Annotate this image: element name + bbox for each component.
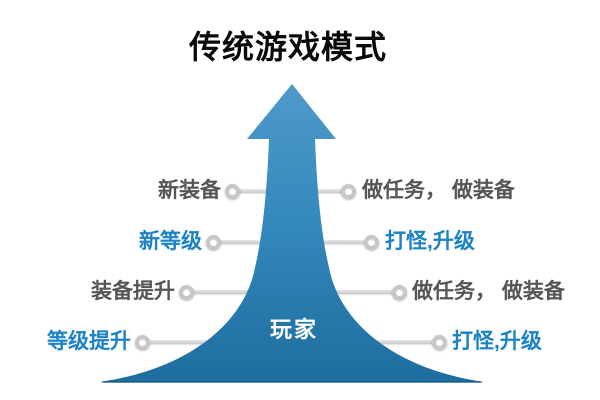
ring-bullet-icon	[341, 184, 356, 199]
ring-bullet-icon	[135, 335, 150, 350]
label-do-quests-craft-2: 做任务， 做装备	[412, 280, 565, 303]
ring-bullet-icon	[392, 285, 407, 300]
player-center-label: 玩家	[269, 317, 319, 342]
page-title: 传统游戏模式	[188, 29, 387, 65]
label-equipment-up: 装备提升	[91, 280, 175, 303]
ring-bullet-icon	[432, 335, 447, 350]
ring-bullet-icon	[179, 285, 194, 300]
label-fight-levelup-2: 打怪,升级	[452, 330, 542, 353]
label-fight-levelup-1: 打怪,升级	[385, 230, 475, 253]
label-new-level: 新等级	[139, 230, 202, 253]
ring-bullet-icon	[206, 235, 221, 250]
label-level-up: 等级提升	[47, 330, 131, 353]
ring-bullet-icon	[364, 235, 379, 250]
label-do-quests-craft-1: 做任务， 做装备	[362, 179, 515, 202]
ring-bullet-icon	[225, 184, 240, 199]
arrow-body-path	[100, 84, 484, 382]
label-new-equipment: 新装备	[158, 179, 221, 202]
